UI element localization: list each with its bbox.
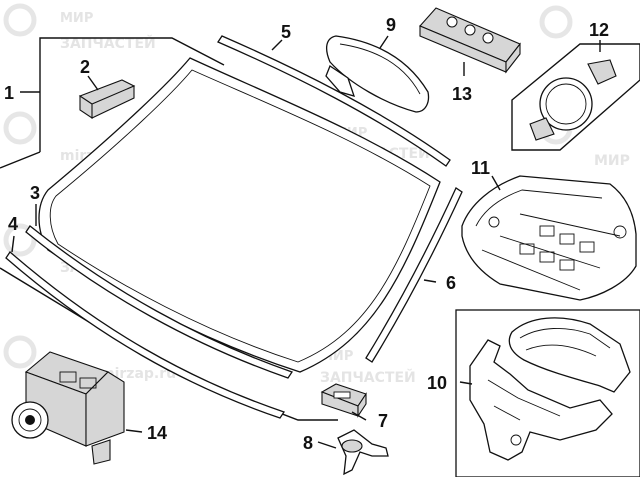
watermark-logo-top-left: МИР ЗАПЧАСТЕЙ xyxy=(3,3,156,52)
upper-molding-5 xyxy=(217,35,451,167)
watermark-text: ЗАПЧАСТЕЙ xyxy=(60,35,156,52)
callout-12: 12 xyxy=(589,20,609,40)
windshield-glass-inner-edge xyxy=(49,69,431,363)
callout-13: 13 xyxy=(452,84,472,104)
spacer-block-2 xyxy=(78,79,136,120)
camera-module-14 xyxy=(11,351,125,465)
sensor-module-13 xyxy=(419,7,521,74)
lower-molding-4 xyxy=(5,251,286,419)
watermark-text: МИР xyxy=(594,153,630,169)
bracket-8 xyxy=(337,429,389,476)
overhead-console-11 xyxy=(461,175,637,301)
callout-3: 3 xyxy=(30,183,40,203)
leader-lines xyxy=(11,35,601,449)
rain-sensor-box-12 xyxy=(511,43,640,151)
callout-11: 11 xyxy=(471,158,490,178)
lower-molding-3 xyxy=(25,225,294,379)
callout-10: 10 xyxy=(427,373,447,393)
callout-4: 4 xyxy=(8,214,18,234)
callout-1: 1 xyxy=(4,83,14,103)
clip-7 xyxy=(320,383,367,418)
callout-5: 5 xyxy=(281,22,291,42)
callout-8: 8 xyxy=(303,433,313,453)
side-molding-6 xyxy=(365,187,463,363)
callout-9: 9 xyxy=(386,15,396,35)
console-frame-box-10 xyxy=(455,309,640,477)
callout-14: 14 xyxy=(147,423,167,443)
watermark-text: mirzap.ru xyxy=(100,366,176,382)
watermark-text: МИР xyxy=(60,11,93,26)
callout-7: 7 xyxy=(378,411,388,431)
callout-labels: 1 2 3 4 5 6 7 8 9 10 11 12 13 14 xyxy=(4,15,609,453)
rear-view-mirror-9 xyxy=(325,35,430,113)
assembly-bracket-line xyxy=(39,37,225,152)
watermark-text: ЗАПЧАСТЕЙ xyxy=(320,369,416,386)
assembly-bracket-line xyxy=(0,151,41,169)
watermark-logo-top-right xyxy=(539,5,573,39)
callout-6: 6 xyxy=(446,273,456,293)
callout-2: 2 xyxy=(80,57,90,77)
